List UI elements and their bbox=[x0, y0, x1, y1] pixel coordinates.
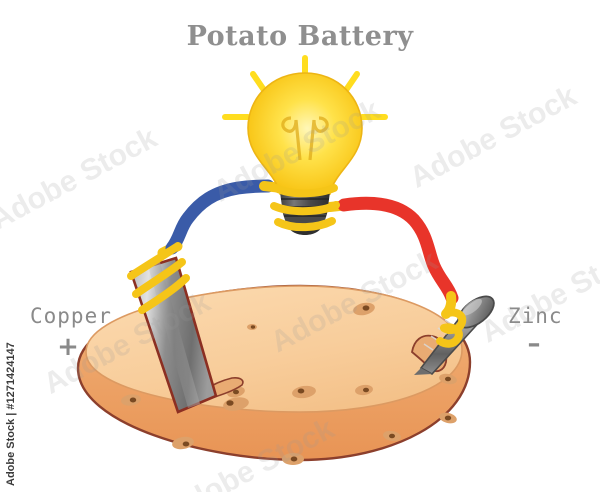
copper-polarity-sign: + bbox=[57, 332, 79, 362]
zinc-label: Zinc bbox=[508, 304, 563, 328]
bulb-filament bbox=[281, 116, 329, 161]
copper-label: Copper bbox=[30, 304, 112, 328]
nail-head-sheen bbox=[462, 298, 482, 316]
watermark-sidebar-background bbox=[0, 330, 20, 492]
potato-eyes bbox=[121, 302, 457, 465]
copper-wire-coil bbox=[127, 242, 190, 314]
nail-tip bbox=[414, 368, 432, 375]
watermark-text: Adobe Stock bbox=[404, 79, 582, 194]
light-bulb bbox=[222, 55, 388, 235]
zinc-wire-coil bbox=[436, 308, 467, 348]
watermark-text: Adobe Stock bbox=[162, 412, 340, 492]
blue-wire-body bbox=[165, 179, 275, 255]
watermark-text: Adobe Stock bbox=[265, 244, 443, 359]
watermark-text: Adobe Stock bbox=[475, 234, 600, 349]
red-wire-body bbox=[337, 196, 459, 305]
watermark-credit: Adobe Stock | #1271424147 bbox=[5, 342, 17, 486]
zinc-polarity-sign: – bbox=[528, 329, 541, 359]
watermark-text: Adobe Stock bbox=[208, 93, 386, 208]
watermark-text: Adobe Stock bbox=[0, 121, 163, 236]
page-title: Potato Battery bbox=[187, 21, 415, 52]
watermark-text: Adobe Stock bbox=[38, 285, 216, 400]
bulb-wire-coil bbox=[270, 184, 340, 232]
